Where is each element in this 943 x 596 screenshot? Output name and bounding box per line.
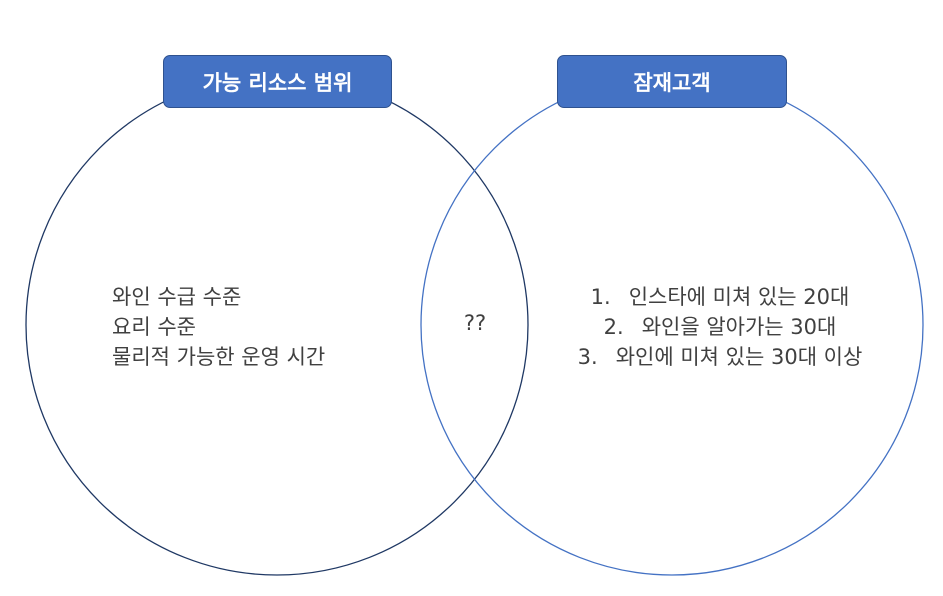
customer-list: 1. 인스타에 미쳐 있는 20대 2. 와인을 알아가는 30대 3. 와인에 미쳐… [545,282,895,372]
customer-item: 1. 인스타에 미쳐 있는 20대 [545,282,895,312]
resource-range-label: 가능 리소스 범위 [163,55,392,108]
resource-item: 와인 수급 수준 [112,285,242,309]
potential-customer-label-text: 잠재고객 [633,70,711,95]
customer-item-number: 2. [603,315,624,339]
customer-item: 3. 와인에 미쳐 있는 30대 이상 [545,342,895,372]
resource-range-label-text: 가능 리소스 범위 [202,70,353,95]
intersection-text: ?? [463,311,487,335]
customer-item-number: 1. [590,285,611,309]
customer-item-number: 3. [577,345,598,369]
customer-item-text: 인스타에 미쳐 있는 20대 [628,285,850,309]
resource-list: 와인 수급 수준 요리 수준 물리적 가능한 운영 시간 [112,282,325,372]
resource-item: 요리 수준 [112,315,196,339]
customer-item-text: 와인을 알아가는 30대 [641,315,837,339]
customer-item-text: 와인에 미쳐 있는 30대 이상 [615,345,863,369]
customer-item: 2. 와인을 알아가는 30대 [545,312,895,342]
resource-item: 물리적 가능한 운영 시간 [112,345,326,369]
potential-customer-label: 잠재고객 [557,55,787,108]
